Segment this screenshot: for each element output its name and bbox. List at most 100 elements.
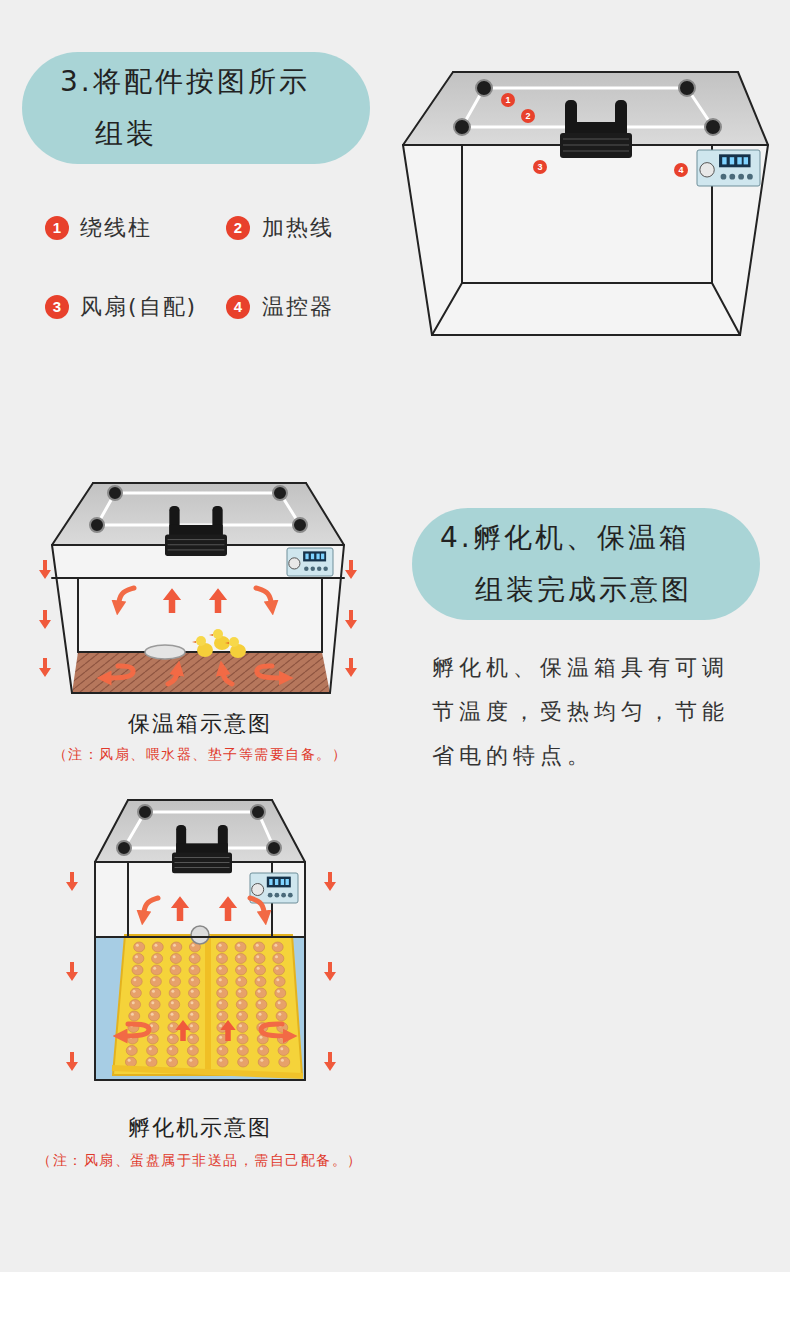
winding-post [117, 841, 131, 855]
incubator-illustration [66, 800, 336, 1080]
airflow-curve [250, 898, 265, 918]
thermostat-button [304, 566, 308, 570]
egg-highlight [151, 1001, 154, 1004]
section-heading-pill: 4.孵化机、保温箱 组装完成示意图 [412, 508, 760, 620]
thermostat-button [729, 174, 735, 180]
assembly-illustration [403, 72, 768, 335]
section-heading: 4.孵化机、保温箱 组装完成示意图 [475, 512, 748, 616]
egg [272, 942, 283, 952]
winding-post [476, 80, 492, 96]
callout-number: 3 [533, 160, 547, 174]
airflow-arrow [324, 1052, 336, 1071]
egg-highlight [153, 967, 156, 970]
section-heading: 3.将配件按图所示 组装 [95, 56, 358, 160]
egg-highlight [259, 1036, 262, 1039]
egg-highlight [148, 1059, 151, 1062]
airflow-arrow [66, 872, 78, 891]
egg-highlight [136, 944, 139, 947]
egg-highlight [257, 978, 260, 981]
chick-beak [225, 642, 229, 644]
egg-highlight [274, 944, 277, 947]
frame-edge [52, 577, 344, 579]
frame-edge [95, 1079, 305, 1081]
fan-grille [175, 857, 230, 858]
egg [258, 1046, 269, 1056]
egg-highlight [256, 955, 259, 958]
egg [167, 1057, 178, 1067]
egg-highlight [173, 944, 176, 947]
callout-number: 2 [226, 216, 250, 240]
egg [131, 977, 142, 987]
fan-mount [176, 843, 228, 853]
egg-highlight [238, 978, 241, 981]
egg-highlight [149, 1047, 152, 1050]
thermostat-button [317, 566, 321, 570]
airflow-arrow [163, 588, 181, 613]
egg [130, 1000, 141, 1010]
egg [256, 1011, 267, 1021]
egg-highlight [151, 1013, 154, 1016]
winding-post [273, 486, 287, 500]
egg [187, 1057, 198, 1067]
frame-edge [95, 936, 305, 938]
egg-highlight [237, 955, 240, 958]
callout-number: 4 [226, 295, 250, 319]
airflow-arrow [209, 588, 227, 613]
egg-highlight [239, 1024, 242, 1027]
thermostat-button [274, 893, 279, 898]
egg [237, 1011, 248, 1021]
egg [237, 1023, 248, 1033]
egg-highlight [135, 955, 138, 958]
egg [170, 954, 181, 964]
front-face [52, 545, 344, 693]
egg [189, 965, 200, 975]
winding-post [90, 518, 104, 532]
airflow-arrow [39, 610, 51, 629]
egg [236, 988, 247, 998]
egg-highlight [171, 1001, 174, 1004]
egg-highlight [149, 1036, 152, 1039]
egg [152, 954, 163, 964]
part-name: 加热线 [262, 215, 334, 241]
egg-highlight [190, 1013, 193, 1016]
egg-highlight [275, 955, 278, 958]
egg [255, 965, 266, 975]
airflow-arrow [219, 896, 237, 921]
heating-wire [462, 88, 713, 127]
egg-tray [113, 935, 302, 1075]
egg [256, 1000, 267, 1010]
airflow-arrow [66, 1052, 78, 1071]
part-name: 风扇(自配) [80, 294, 197, 320]
egg [189, 954, 200, 964]
description-text: 孵化机、保温箱具有可调节温度，受热均匀，节能省电的特点。 [432, 646, 754, 778]
callout-number: 1 [45, 216, 69, 240]
callout-number: 1 [501, 93, 515, 107]
figure-caption: 孵化机示意图 [0, 1114, 400, 1142]
egg-highlight [256, 944, 259, 947]
airflow-arrow [345, 610, 357, 629]
egg-highlight [190, 1024, 193, 1027]
egg [255, 977, 266, 987]
frame-edge [304, 862, 306, 1080]
egg [236, 977, 247, 987]
fan-grille [168, 549, 225, 550]
chick-head [196, 636, 206, 646]
fan-grille [168, 544, 225, 545]
airflow-arrow [175, 1020, 190, 1041]
egg-highlight [191, 967, 194, 970]
egg [217, 1057, 228, 1067]
fan-body [165, 534, 227, 556]
egg [275, 988, 286, 998]
airflow-curve [257, 666, 286, 678]
frame-edge [72, 692, 330, 694]
egg [275, 1000, 286, 1010]
frame-edge [321, 578, 323, 652]
frame-edge [432, 283, 462, 335]
fan-mount [169, 525, 222, 535]
egg-highlight [190, 1036, 193, 1039]
frame-edge [712, 283, 740, 335]
airflow-curve [120, 1024, 149, 1036]
winding-post [138, 805, 152, 819]
fan-grille [175, 862, 230, 863]
turner-motor [191, 926, 209, 944]
